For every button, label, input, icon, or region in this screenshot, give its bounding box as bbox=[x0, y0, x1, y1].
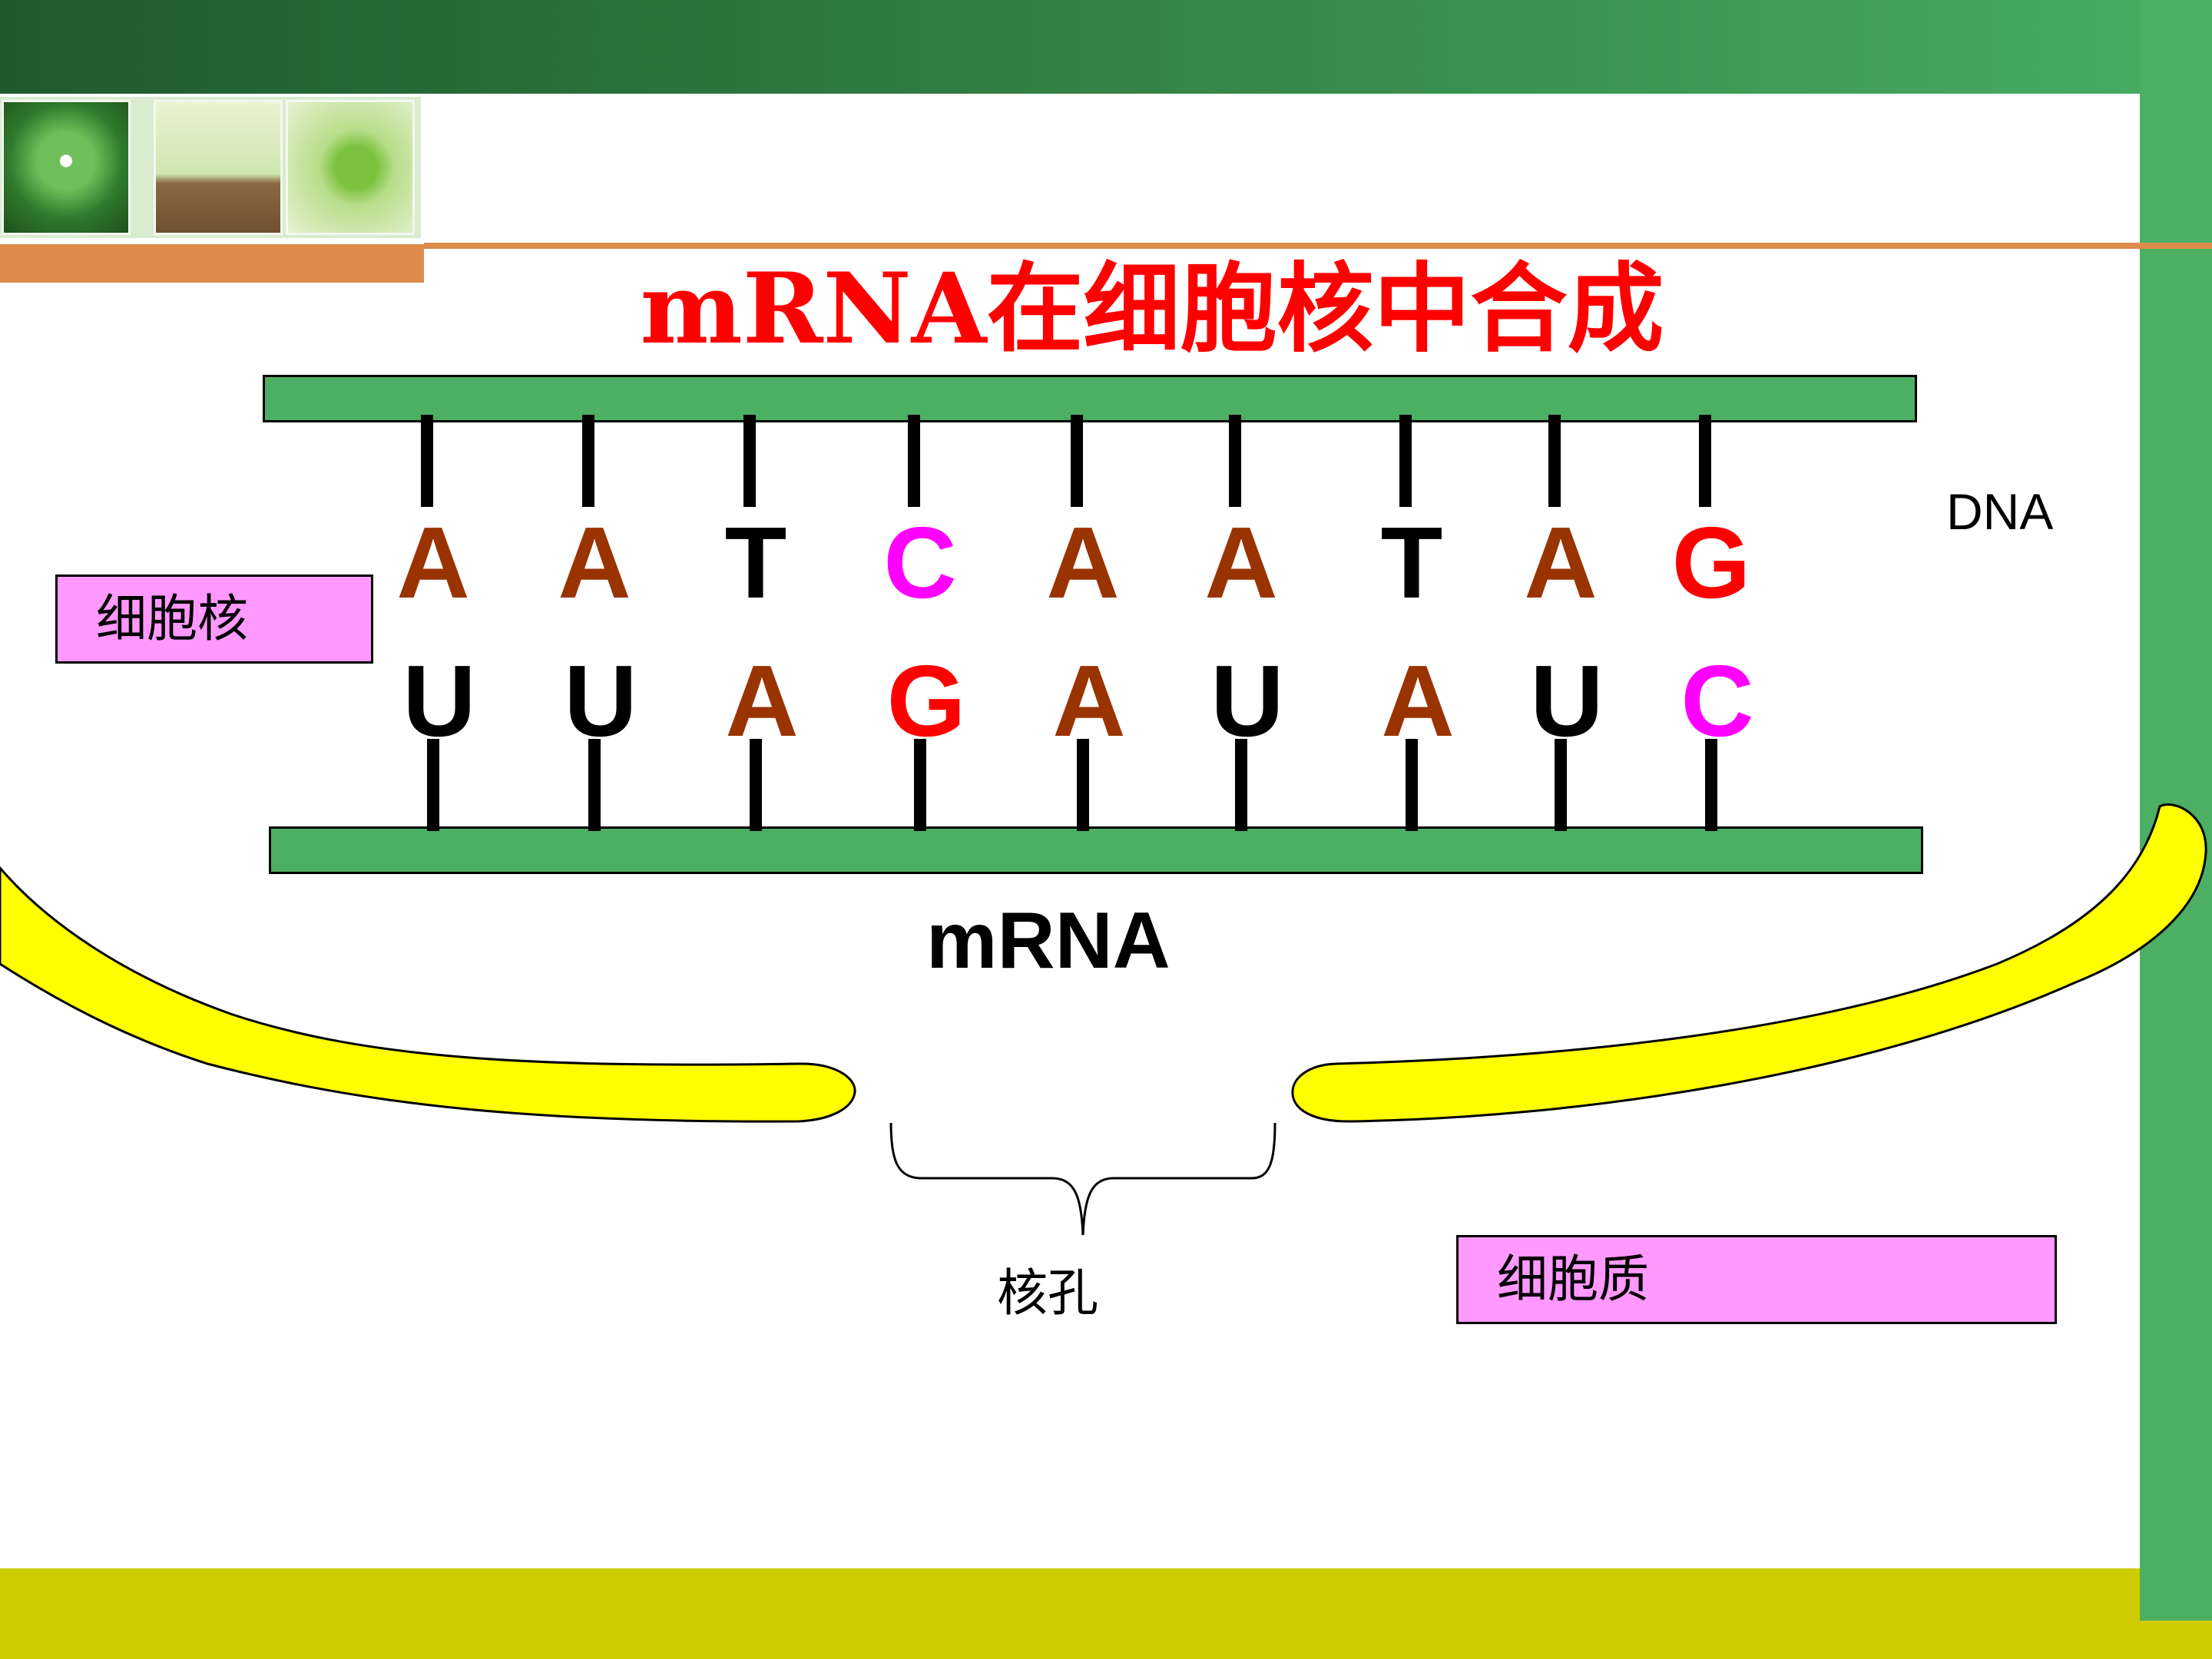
nuclear-pore-brace bbox=[889, 1122, 1277, 1236]
header-panel bbox=[424, 94, 2140, 244]
dna-base-4: A bbox=[1046, 506, 1119, 619]
nucleus-label: 细胞核 bbox=[96, 589, 248, 648]
dna-base-0: A bbox=[396, 506, 469, 619]
dna-base-8: G bbox=[1672, 506, 1751, 619]
dna-strand bbox=[263, 375, 1917, 422]
dna-base-6: T bbox=[1381, 506, 1443, 619]
flower-photo bbox=[2, 100, 131, 235]
dna-base-1: A bbox=[558, 506, 631, 619]
nuclear-membrane-right bbox=[1291, 803, 2207, 1123]
nuclear-pore-label: 核孔 bbox=[997, 1263, 1098, 1323]
leaf-photo bbox=[286, 100, 415, 235]
mrna-base-6: A bbox=[1381, 644, 1454, 757]
dna-base-3: C bbox=[883, 506, 956, 619]
dna-base-5: A bbox=[1204, 506, 1277, 619]
mrna-base-0: U bbox=[402, 644, 475, 757]
mrna-label: mRNA bbox=[926, 896, 1171, 985]
nuclear-membrane-left bbox=[0, 866, 856, 1123]
slide-title: mRNA在细胞核中合成 bbox=[640, 252, 1664, 366]
mrna-base-4: A bbox=[1052, 644, 1125, 757]
mrna-strand bbox=[269, 826, 1923, 874]
decorative-photo-strip bbox=[0, 97, 421, 238]
dna-base-7: A bbox=[1524, 506, 1597, 619]
mrna-base-2: A bbox=[725, 644, 798, 757]
mrna-base-1: U bbox=[564, 644, 637, 757]
cytoplasm-label-box: 细胞质 bbox=[1456, 1235, 2057, 1324]
dna-label: DNA bbox=[1946, 483, 2054, 540]
dna-base-2: T bbox=[725, 506, 787, 619]
sprout-photo bbox=[154, 100, 283, 235]
cytoplasm-label: 细胞质 bbox=[1497, 1250, 1649, 1309]
bottom-banner bbox=[0, 1568, 2140, 1659]
mrna-base-5: U bbox=[1210, 644, 1283, 757]
mrna-base-8: C bbox=[1681, 644, 1753, 757]
mrna-base-3: G bbox=[887, 644, 966, 757]
bottom-corner bbox=[2140, 1621, 2212, 1659]
header-divider bbox=[424, 243, 2212, 249]
top-banner bbox=[0, 0, 2212, 94]
mrna-base-7: U bbox=[1530, 644, 1603, 757]
header-accent-bar bbox=[0, 244, 424, 283]
nucleus-label-box: 细胞核 bbox=[55, 575, 373, 664]
